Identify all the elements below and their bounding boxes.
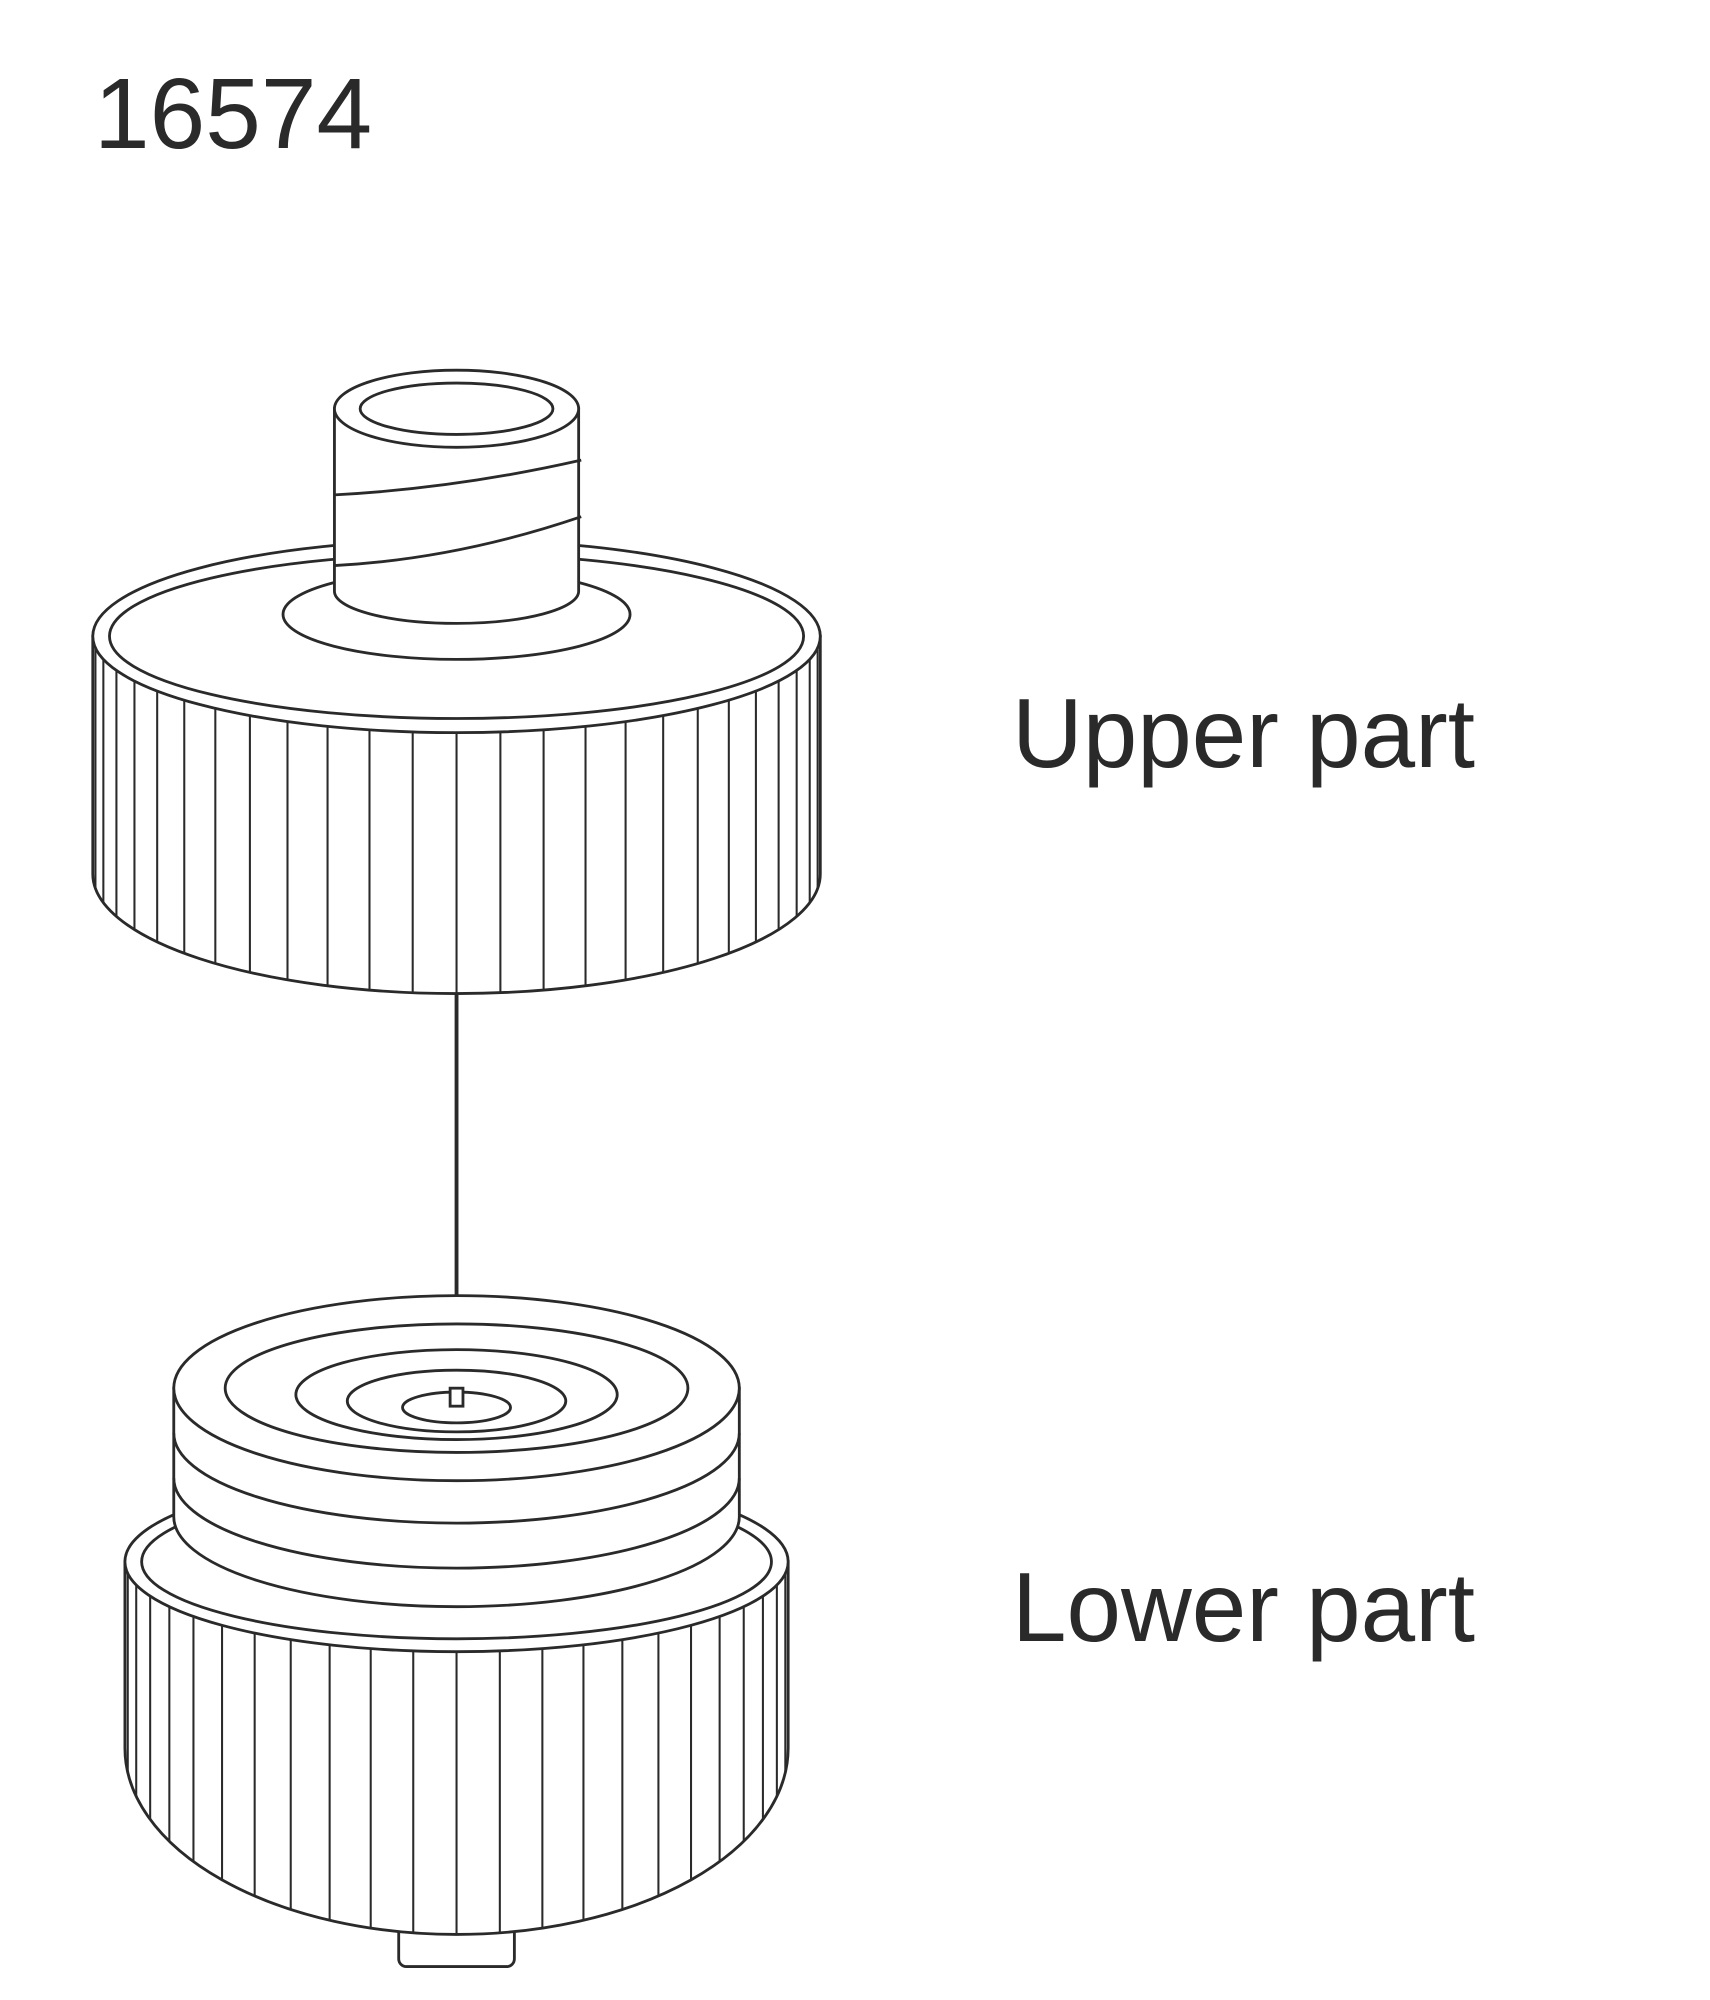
lower-part-label: Lower part bbox=[1012, 1552, 1476, 1662]
upper-part-label: Upper part bbox=[1012, 678, 1476, 788]
lower-part-drawing bbox=[123, 1294, 790, 1968]
upper-part-drawing bbox=[91, 368, 822, 995]
part-number: 16574 bbox=[94, 58, 373, 170]
